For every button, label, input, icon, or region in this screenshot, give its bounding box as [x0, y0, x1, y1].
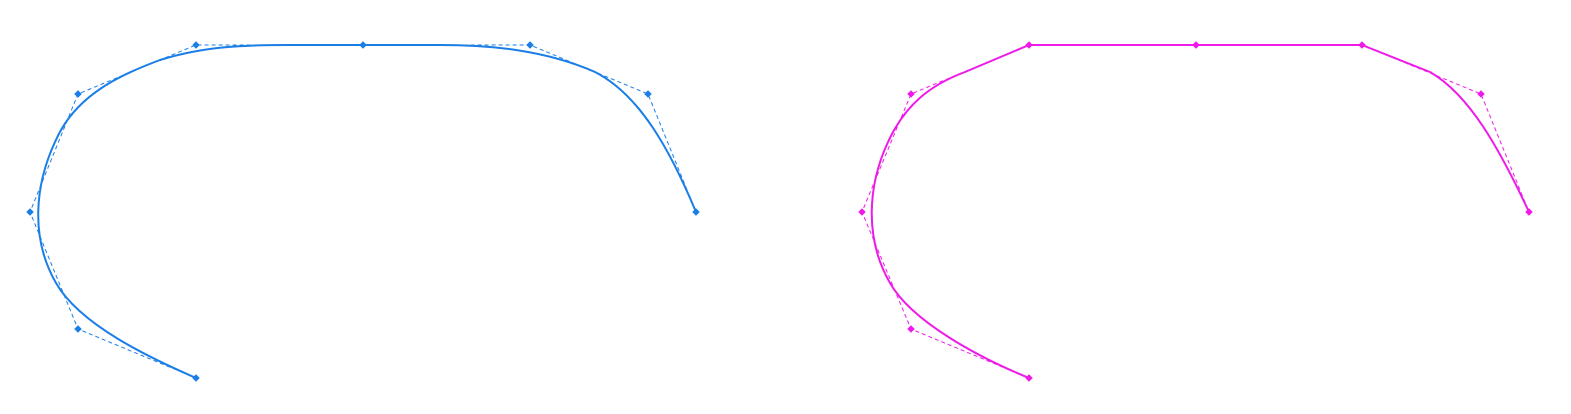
- magenta-spline-group: [858, 41, 1533, 382]
- magenta-spline-control-point-5[interactable]: [1192, 41, 1200, 49]
- magenta-spline-control-point-4[interactable]: [1025, 41, 1033, 49]
- magenta-spline-control-polygon: [861, 44, 1530, 379]
- blue-spline-control-point-3[interactable]: [74, 90, 82, 98]
- magenta-spline-control-point-6[interactable]: [1358, 41, 1366, 49]
- magenta-spline-control-point-3[interactable]: [907, 90, 915, 98]
- blue-spline-control-point-4[interactable]: [192, 41, 200, 49]
- magenta-spline-control-point-8[interactable]: [1525, 208, 1533, 216]
- blue-spline-control-point-5[interactable]: [359, 41, 367, 49]
- blue-spline-control-point-1[interactable]: [74, 325, 82, 333]
- magenta-spline-control-point-7[interactable]: [1477, 90, 1485, 98]
- magenta-spline-control-point-1[interactable]: [907, 325, 915, 333]
- magenta-spline-control-point-0[interactable]: [1025, 374, 1033, 382]
- blue-spline-group: [26, 41, 700, 382]
- blue-spline-curve: [37, 44, 697, 379]
- blue-spline-control-point-7[interactable]: [644, 90, 652, 98]
- blue-spline-control-point-2[interactable]: [26, 208, 34, 216]
- magenta-spline-curve: [870, 44, 1530, 379]
- blue-spline-control-point-6[interactable]: [526, 41, 534, 49]
- blue-spline-control-polygon: [29, 44, 697, 379]
- blue-spline-control-point-0[interactable]: [192, 374, 200, 382]
- magenta-spline-control-point-2[interactable]: [858, 208, 866, 216]
- blue-spline-control-point-8[interactable]: [692, 208, 700, 216]
